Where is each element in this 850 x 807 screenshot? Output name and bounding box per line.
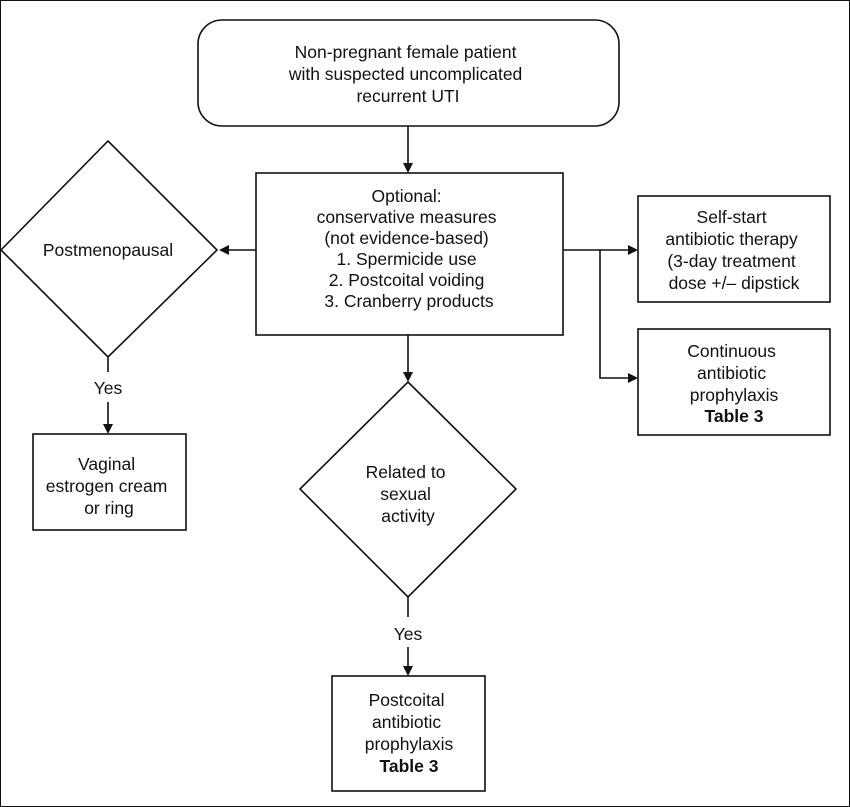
self-start-line-1: Self-start	[697, 207, 767, 227]
vaginal-estrogen-line-2: estrogen cream	[46, 476, 168, 496]
arrowheads	[103, 163, 638, 676]
continuous-text: Continuous antibiotic prophylaxis	[687, 341, 780, 405]
continuous-line-2: antibiotic	[697, 363, 766, 383]
node-conservative: Optional: conservative measures (not evi…	[255, 172, 564, 336]
postmenopausal-label: Postmenopausal	[43, 240, 173, 260]
conservative-line-4: 1. Spermicide use	[337, 249, 477, 269]
conservative-box	[255, 172, 564, 336]
arrowhead-sexual	[403, 372, 413, 382]
arrowhead-continuous	[628, 373, 638, 383]
self-start-line-3: (3-day treatment	[667, 251, 796, 271]
postcoital-text: Postcoital antibiotic prophylaxis	[365, 690, 454, 754]
postmenopausal-diamond	[0, 139, 219, 359]
postmenopausal-yes-label: Yes	[94, 378, 123, 398]
sexual-activity-line-2: sexual	[380, 484, 431, 504]
node-sexual-activity: Related to sexual activity	[298, 380, 518, 599]
conservative-line-3: (not evidence-based)	[324, 228, 488, 248]
conservative-line-5: 2. Postcoital voiding	[329, 270, 485, 290]
conservative-line-6: 3. Cranberry products	[324, 291, 493, 311]
conservative-line-1: Optional:	[372, 186, 442, 206]
self-start-text: Self-start antibiotic therapy (3-day tre…	[665, 207, 802, 293]
arrowhead-postcoital	[403, 666, 413, 676]
sexual-activity-line-1: Related to	[366, 462, 446, 482]
postcoital-line-1: Postcoital	[369, 690, 445, 710]
arrowhead-conservative	[403, 163, 413, 173]
start-line-3: recurrent UTI	[356, 86, 459, 106]
self-start-line-4: dose +/– dipstick	[669, 273, 800, 293]
conservative-line-2: conservative measures	[317, 207, 497, 227]
sexual-activity-line-3: activity	[381, 506, 435, 526]
arrowhead-postmenopausal	[219, 245, 229, 255]
vaginal-estrogen-box	[32, 433, 187, 531]
start-text: Non-pregnant female patient with suspect…	[288, 42, 527, 106]
vaginal-estrogen-line-3: or ring	[84, 498, 134, 518]
vaginal-estrogen-line-1: Vaginal	[78, 454, 135, 474]
continuous-table-ref: Table 3	[704, 406, 763, 426]
postcoital-table-ref: Table 3	[379, 756, 438, 776]
start-line-2: with suspected uncomplicated	[288, 64, 522, 84]
arrowhead-selfstart	[628, 245, 638, 255]
sexual-yes-label: Yes	[394, 624, 423, 644]
self-start-line-2: antibiotic therapy	[665, 229, 798, 249]
sexual-activity-text: Related to sexual activity	[366, 462, 451, 526]
self-start-box	[637, 195, 831, 303]
start-line-1: Non-pregnant female patient	[295, 42, 517, 62]
postcoital-box	[331, 675, 486, 792]
continuous-line-3: prophylaxis	[690, 385, 779, 405]
continuous-line-1: Continuous	[687, 341, 776, 361]
postcoital-line-3: prophylaxis	[365, 734, 454, 754]
connectors	[107, 126, 630, 668]
vaginal-estrogen-text: Vaginal estrogen cream or ring	[46, 454, 172, 518]
conservative-text: Optional: conservative measures (not evi…	[317, 186, 502, 311]
node-start: Non-pregnant female patient with suspect…	[197, 19, 620, 127]
node-self-start: Self-start antibiotic therapy (3-day tre…	[637, 195, 831, 303]
node-continuous: Continuous antibiotic prophylaxis Table …	[637, 328, 831, 436]
node-vaginal-estrogen: Vaginal estrogen cream or ring	[32, 433, 187, 531]
start-box	[197, 19, 620, 127]
node-postmenopausal: Postmenopausal	[0, 139, 219, 359]
node-postcoital: Postcoital antibiotic prophylaxis Table …	[331, 675, 486, 792]
postcoital-line-2: antibiotic	[372, 712, 441, 732]
continuous-box	[637, 328, 831, 436]
sexual-activity-diamond	[298, 380, 518, 599]
arrowhead-estrogen	[103, 424, 113, 434]
edge-conservative-to-continuous	[599, 250, 630, 379]
